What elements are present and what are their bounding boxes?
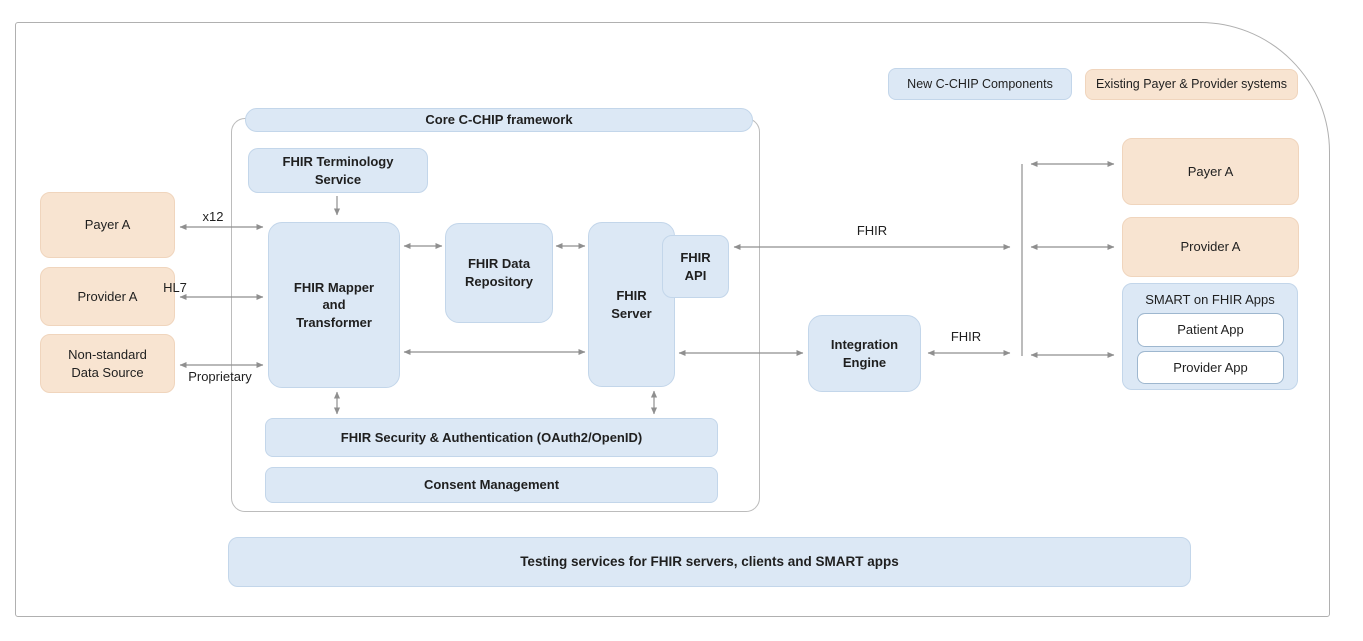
legend-existing-systems: Existing Payer & Provider systems	[1085, 69, 1298, 100]
fhir-terminology-service-node: FHIR Terminology Service	[248, 148, 428, 193]
left-provider-a-node: Provider A	[40, 267, 175, 326]
edge-label-fhir-top: FHIR	[856, 223, 888, 238]
fhir-mapper-transformer-node: FHIR Mapper and Transformer	[268, 222, 400, 388]
edge-label-hl7: HL7	[163, 280, 187, 295]
consent-management-bar: Consent Management	[265, 467, 718, 503]
nonstandard-data-source-node: Non-standard Data Source	[40, 334, 175, 393]
fhir-security-bar: FHIR Security & Authentication (OAuth2/O…	[265, 418, 718, 457]
integration-engine-node: Integration Engine	[808, 315, 921, 392]
left-payer-a-node: Payer A	[40, 192, 175, 258]
edge-label-fhir-integration: FHIR	[950, 329, 982, 344]
fhir-server-node: FHIR Server	[588, 222, 675, 387]
testing-services-bar: Testing services for FHIR servers, clien…	[228, 537, 1191, 587]
patient-app-node: Patient App	[1137, 313, 1284, 347]
legend-new-cchip: New C-CHIP Components	[888, 68, 1072, 100]
edge-label-proprietary: Proprietary	[188, 369, 252, 384]
fhir-data-repository-node: FHIR Data Repository	[445, 223, 553, 323]
smart-on-fhir-apps-title: SMART on FHIR Apps	[1145, 292, 1275, 307]
right-payer-a-node: Payer A	[1122, 138, 1299, 205]
fhir-api-node: FHIR API	[662, 235, 729, 298]
core-framework-title: Core C-CHIP framework	[245, 108, 753, 132]
outer-frame	[15, 22, 1330, 617]
provider-app-node: Provider App	[1137, 351, 1284, 384]
right-provider-a-node: Provider A	[1122, 217, 1299, 277]
edge-label-x12: x12	[202, 209, 224, 224]
